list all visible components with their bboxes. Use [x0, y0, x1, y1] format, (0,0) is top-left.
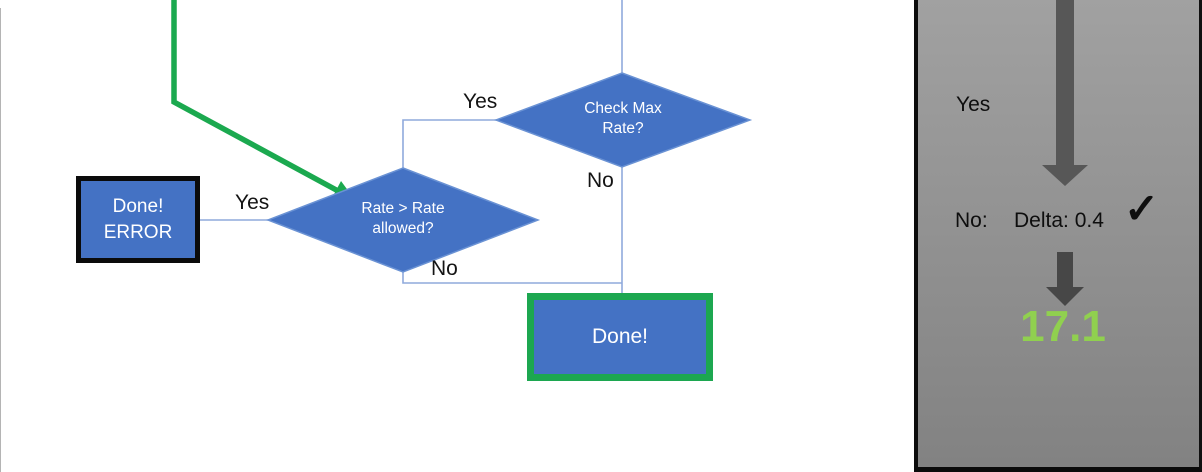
panel-result-value: 17.1 [1020, 302, 1106, 351]
decision-rate-allowed-label: Rate > Rate allowed? [361, 200, 445, 238]
panel-arrow-upper-head-icon [1042, 165, 1088, 186]
panel-arrow-upper-shaft [1056, 0, 1074, 166]
decision-rate-allowed-diamond[interactable] [265, 167, 541, 273]
done-error-box[interactable]: Done! ERROR [76, 176, 200, 263]
slide-left-edge [0, 8, 1, 472]
panel-delta-value: Delta: 0.4 [1014, 209, 1104, 232]
checkmax-no-label: No [587, 169, 614, 192]
rate-yes-label: Yes [235, 191, 270, 214]
done-box[interactable]: Done! [527, 293, 713, 381]
rate-no-label: No [431, 257, 458, 280]
decision-check-max-label: Check Max Rate? [584, 100, 662, 138]
checkmark-icon: ✓ [1124, 185, 1160, 232]
highlight-path [171, 0, 342, 195]
panel-yes-label: Yes [956, 93, 991, 116]
panel-no-label: No: [955, 209, 988, 232]
connector-rate-no [402, 272, 622, 284]
panel-arrow-lower-head-icon [1046, 287, 1084, 306]
checkmax-yes-label: Yes [463, 90, 498, 113]
panel-arrow-lower-shaft [1057, 252, 1073, 288]
connector-checkmax-yes [402, 119, 497, 168]
decision-check-max-diamond[interactable] [493, 72, 753, 168]
